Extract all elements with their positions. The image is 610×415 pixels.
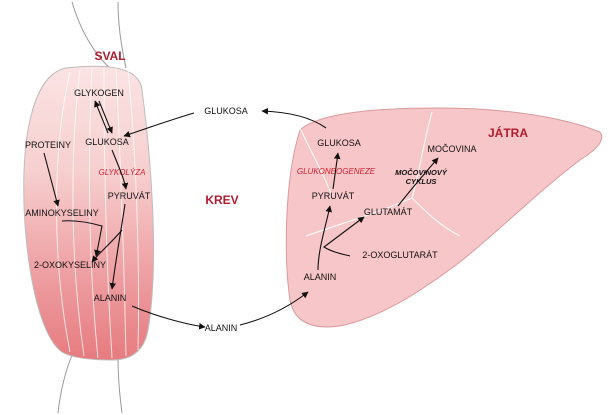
arrow-glukosa-to-pyruvat	[111, 149, 129, 190]
arrow-pyruvat-to-glukosa	[332, 152, 341, 190]
muscle-glykolyza-label: GLYKOLÝZA	[99, 168, 146, 177]
muscle-glukosa-label: GLUKOSA	[85, 137, 129, 147]
liver-cyklus-label-line2: CYKLUS	[406, 177, 437, 186]
muscle-tendon-top-right	[117, 1, 127, 69]
muscle-pyruvat-label: PYRUVÁT	[108, 191, 151, 201]
liver-alanin-label: ALANIN	[304, 272, 337, 282]
arrow-blood-glukosa-to-muscle	[123, 112, 195, 138]
liver-cyklus-label-line1: MOČOVINOVÝ	[395, 168, 448, 177]
liver-shape	[285, 107, 603, 328]
blood-alanin-label: ALANIN	[205, 323, 238, 333]
blood-title: KREV	[205, 193, 238, 207]
muscle-glykogen-label: GLYKOGEN	[74, 88, 124, 98]
liver-glukoneogeneze-label: GLUKONEOGENEZE	[297, 167, 376, 176]
arrow-glukosa-to-glykogen	[94, 100, 109, 134]
muscle-alanin-label: ALANIN	[94, 293, 127, 303]
liver-title: JÁTRA	[488, 125, 528, 140]
muscle-fibres	[56, 67, 140, 359]
liver-glukosa-label: GLUKOSA	[317, 138, 361, 148]
muscle-tendon-top-left	[71, 1, 111, 69]
muscle-shape	[23, 65, 155, 361]
muscle-proteiny-label: PROTEINY	[25, 140, 71, 150]
liver-glutamat-label: GLUTAMÁT	[364, 207, 413, 217]
arrow-proteiny-to-aminokyseliny	[43, 152, 60, 207]
muscle-oxokyseliny-label: 2-OXOKYSELINY	[34, 260, 106, 270]
liver-pyruvat-label: PYRUVÁT	[312, 191, 355, 201]
arrow-pyruvat-to-alanin	[109, 203, 126, 290]
muscle-arrows	[43, 100, 129, 290]
muscle-aminokyseliny-label: AMINOKYSELINY	[25, 208, 99, 218]
arrow-glutamat-to-mocovina	[397, 157, 439, 207]
liver-mocovina-label: MOČOVINA	[427, 144, 476, 154]
arrow-muscle-alanin-to-blood	[131, 305, 206, 330]
arrow-oxoglutarat-to-glutamat	[323, 216, 365, 257]
arrow-alanin-to-pyruvat	[317, 205, 333, 271]
arrow-aminokyseliny-to-oxokyseliny	[61, 220, 103, 257]
arrow-amino-group-transfer	[91, 229, 123, 263]
arrow-liver-glukosa-to-blood	[261, 107, 327, 129]
liver-arrows	[317, 152, 439, 271]
muscle-tendon-bottom-left	[57, 354, 73, 414]
arrow-blood-alanin-to-liver	[239, 291, 309, 326]
arrow-glykogen-to-glukosa	[98, 100, 113, 134]
blood-glukosa-label: GLUKOSA	[204, 106, 248, 116]
muscle-tendon-bottom-right	[117, 357, 123, 414]
muscle-title: SVAL	[94, 49, 125, 63]
liver-oxoglutarat-label: 2-OXOGLUTARÁT	[362, 250, 438, 260]
